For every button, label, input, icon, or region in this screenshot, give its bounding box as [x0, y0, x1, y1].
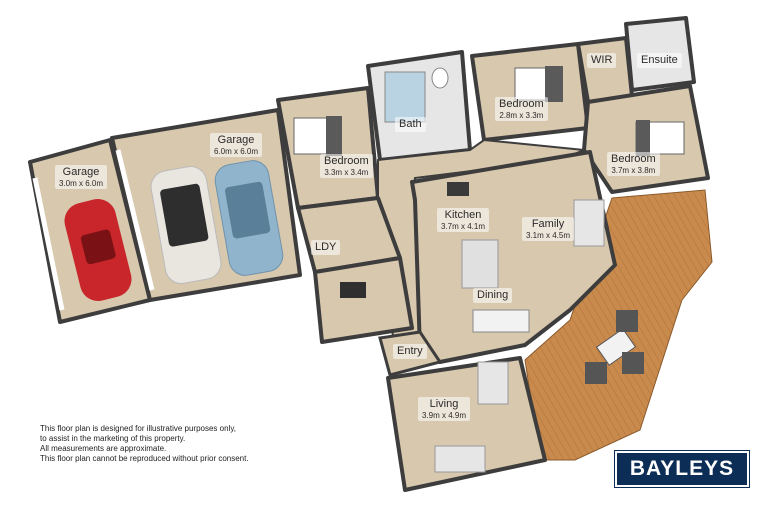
room-dims: 3.7m x 3.8m — [611, 165, 656, 175]
cooktop — [447, 182, 469, 196]
room-dims: 3.1m x 4.5m — [526, 230, 571, 240]
kitchen-island — [461, 239, 499, 289]
room-label-ensuite: Ensuite — [637, 53, 682, 68]
room-name: Dining — [477, 289, 509, 301]
room-label-bedroom-right: Bedroom 3.7m x 3.8m — [607, 152, 660, 176]
logo-text: BAYLEYS — [629, 457, 735, 480]
room-name: WIR — [591, 54, 613, 66]
garage-door-double — [115, 149, 155, 291]
car-blue — [214, 160, 284, 276]
room-name: Bedroom — [499, 98, 544, 110]
room-name: Entry — [397, 345, 423, 357]
room-dims: 2.8m x 3.3m — [499, 110, 544, 120]
desk — [340, 282, 366, 298]
room-name: Bath — [399, 118, 422, 130]
room-name: Bedroom — [324, 155, 369, 167]
car-red — [64, 199, 132, 301]
room-label-bedroom-mid: Bedroom 2.8m x 3.3m — [495, 97, 548, 121]
room-label-wir: WIR — [587, 53, 617, 68]
dining-table — [472, 309, 530, 333]
bed-right-headboard — [636, 120, 650, 156]
room-name: Bedroom — [611, 153, 656, 165]
bayleys-logo: BAYLEYS — [614, 450, 750, 488]
disclaimer-line: This floor plan is designed for illustra… — [40, 424, 236, 433]
room-dims: 3.0m x 6.0m — [59, 178, 104, 188]
room-name: LDY — [315, 241, 337, 253]
room-name: Ensuite — [641, 54, 678, 66]
room-dims: 6.0m x 6.0m — [214, 146, 259, 156]
living-armchair — [477, 361, 509, 405]
room-label-living: Living 3.9m x 4.9m — [418, 397, 471, 421]
study-floor — [313, 256, 414, 344]
deck-chair-1 — [616, 310, 638, 332]
room-name: Garage — [62, 166, 100, 178]
deck-chair-3 — [622, 352, 644, 374]
toilet — [431, 67, 449, 89]
bathtub — [384, 71, 426, 123]
room-label-garage-single: Garage 3.0m x 6.0m — [55, 165, 108, 189]
room-label-garage-double: Garage 6.0m x 6.0m — [210, 133, 263, 157]
disclaimer-line: to assist in the marketing of this prope… — [40, 434, 186, 443]
room-label-ldy: LDY — [311, 240, 341, 255]
disclaimer-line: This floor plan cannot be reproduced wit… — [40, 454, 249, 463]
room-name: Family — [531, 218, 565, 230]
room-name: Garage — [217, 134, 255, 146]
room-label-family: Family 3.1m x 4.5m — [522, 217, 575, 241]
garage-door — [32, 177, 65, 311]
deck-chair-2 — [585, 362, 607, 384]
room-label-entry: Entry — [393, 344, 427, 359]
disclaimer: This floor plan is designed for illustra… — [40, 424, 249, 464]
room-label-kitchen: Kitchen 3.7m x 4.1m — [437, 208, 490, 232]
room-label-dining: Dining — [473, 288, 513, 303]
bed-left-headboard — [326, 116, 342, 156]
living-sofa — [434, 445, 486, 473]
room-dims: 3.7m x 4.1m — [441, 221, 486, 231]
room-label-bath: Bath — [395, 117, 426, 132]
disclaimer-line: All measurements are approximate. — [40, 444, 167, 453]
wir-floor — [576, 36, 634, 104]
room-name: Kitchen — [444, 209, 482, 221]
room-dims: 3.3m x 3.4m — [324, 167, 369, 177]
car-white — [150, 166, 222, 284]
room-name: Living — [429, 398, 459, 410]
kitchen-family-floor — [410, 150, 617, 364]
family-sofa — [573, 199, 605, 247]
bed-mid-headboard — [545, 66, 563, 102]
room-dims: 3.9m x 4.9m — [422, 410, 467, 420]
room-label-bedroom-left: Bedroom 3.3m x 3.4m — [320, 154, 373, 178]
